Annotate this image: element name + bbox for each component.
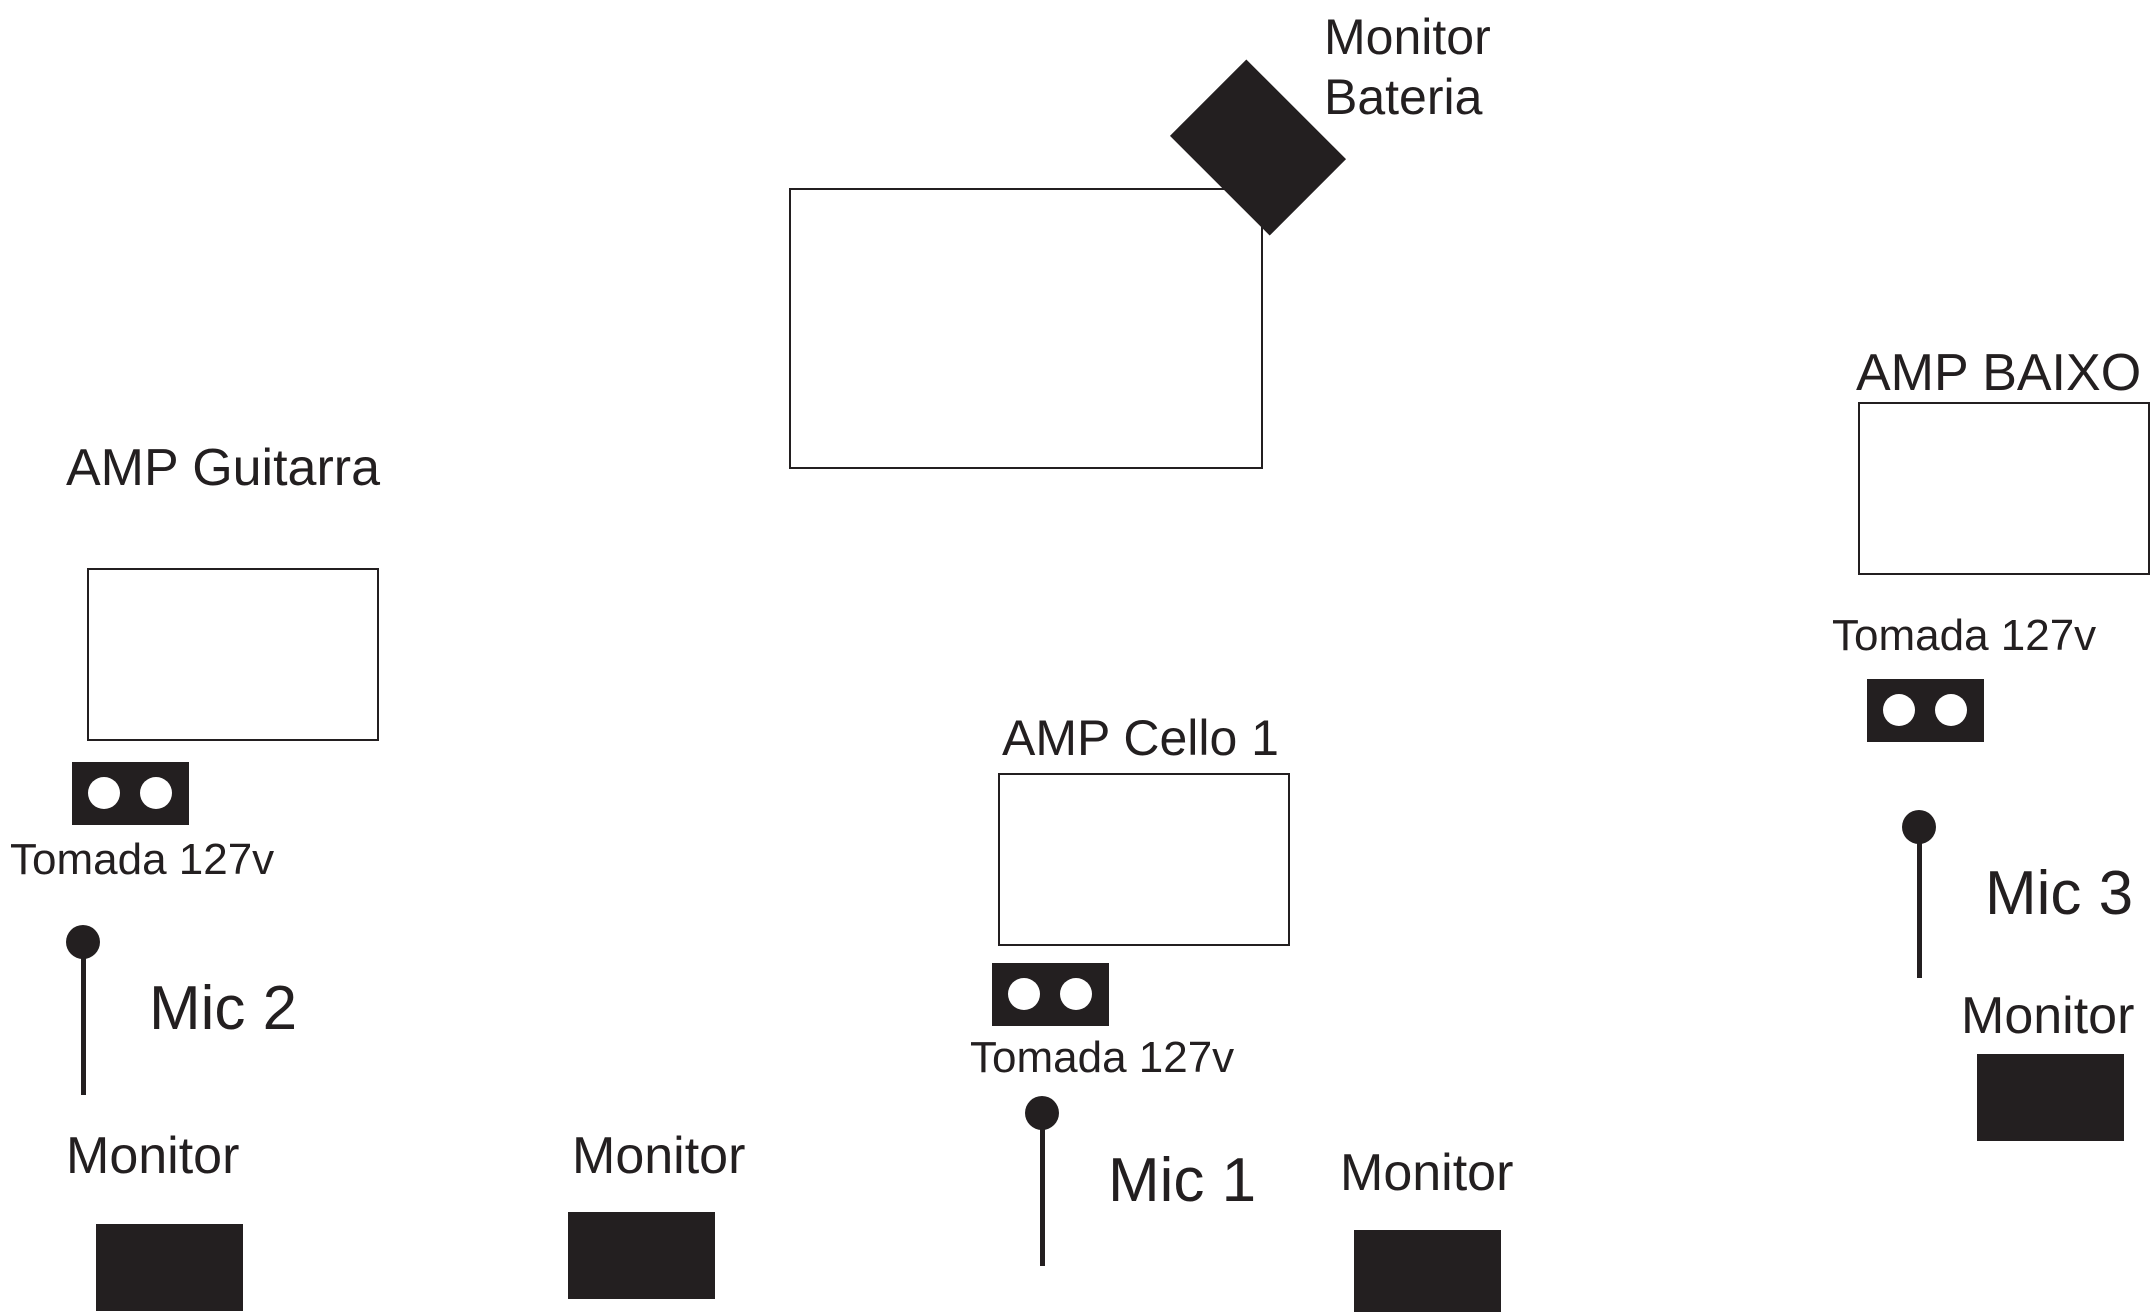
outlet-socket [1883, 694, 1915, 726]
outlet-socket [1060, 978, 1092, 1010]
floor-monitor [1354, 1230, 1501, 1312]
amp-guitar [87, 568, 379, 741]
mic-stand [1040, 1116, 1045, 1266]
amp-bass-label: AMP BAIXO [1856, 344, 2142, 402]
mic-2-label: Mic 2 [149, 974, 298, 1043]
drum-riser [789, 188, 1263, 469]
monitor-label: Monitor [1340, 1144, 1514, 1202]
outlet-socket [88, 777, 120, 809]
outlet-guitar [72, 762, 189, 825]
outlet-guitar-label: Tomada 127v [10, 835, 275, 884]
mic-3 [1902, 810, 1936, 980]
mic-1-label: Mic 1 [1108, 1146, 1257, 1215]
amp-cello-label: AMP Cello 1 [1002, 710, 1279, 766]
outlet-socket [1935, 694, 1967, 726]
outlet-cello [992, 963, 1109, 1026]
amp-guitar-label: AMP Guitarra [66, 439, 381, 497]
outlet-socket [1008, 978, 1040, 1010]
floor-monitor [568, 1212, 715, 1299]
amp-cello [998, 773, 1290, 946]
mic-2 [66, 925, 100, 1095]
drum-monitor-label-line1: Monitor [1324, 9, 1491, 65]
outlet-bass-label: Tomada 127v [1832, 611, 2097, 660]
monitor-label: Monitor [66, 1127, 240, 1185]
outlet-socket [140, 777, 172, 809]
monitor-label: Monitor [572, 1127, 746, 1185]
mic-3-label: Mic 3 [1985, 859, 2134, 928]
monitor-label: Monitor [1961, 987, 2135, 1045]
amp-bass [1858, 402, 2150, 575]
floor-monitor [1977, 1054, 2124, 1141]
mic-1 [1025, 1096, 1059, 1266]
outlet-bass [1867, 679, 1984, 742]
floor-monitor [96, 1224, 243, 1311]
drum-monitor-label-line2: Bateria [1324, 69, 1483, 125]
mic-stand [1917, 830, 1922, 978]
outlet-cello-label: Tomada 127v [970, 1033, 1235, 1082]
mic-stand [81, 945, 86, 1095]
